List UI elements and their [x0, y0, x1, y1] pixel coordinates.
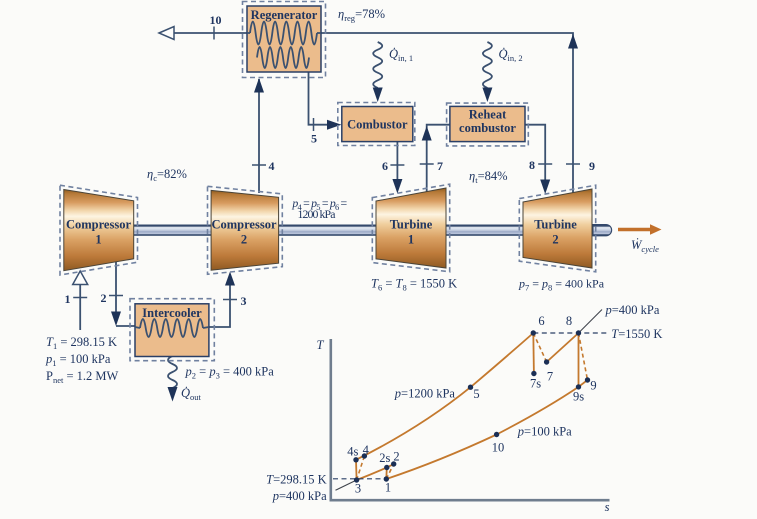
- svg-text:Pnet = 1.2 MW: Pnet = 1.2 MW: [46, 369, 119, 385]
- svg-text:9: 9: [590, 379, 596, 393]
- svg-text:T: T: [317, 338, 325, 352]
- svg-text:9s: 9s: [573, 390, 584, 404]
- svg-text:p4 = p5 = p6 =: p4 = p5 = p6 =: [291, 196, 347, 212]
- svg-text:6: 6: [382, 159, 388, 173]
- svg-text:4s: 4s: [347, 445, 358, 459]
- svg-text:p=1200 kPa: p=1200 kPa: [394, 387, 456, 401]
- svg-text:10: 10: [210, 13, 222, 27]
- svg-text:7: 7: [547, 370, 553, 384]
- svg-text:2: 2: [101, 291, 107, 305]
- svg-text:8: 8: [529, 158, 535, 172]
- svg-text:7: 7: [437, 159, 443, 173]
- svg-text:p=400 kPa: p=400 kPa: [605, 303, 660, 317]
- svg-text:Intercooler: Intercooler: [142, 306, 202, 320]
- svg-text:ηc=82%: ηc=82%: [147, 167, 187, 183]
- svg-text:8: 8: [566, 314, 572, 328]
- svg-text:T1 = 298.15 K: T1 = 298.15 K: [46, 335, 117, 351]
- svg-text:Compressor: Compressor: [66, 218, 131, 232]
- svg-text:ηt=84%: ηt=84%: [469, 169, 508, 185]
- svg-text:T6 = T8 = 1550 K: T6 = T8 = 1550 K: [371, 277, 457, 293]
- svg-text:combustor: combustor: [459, 121, 516, 135]
- svg-text:9: 9: [589, 159, 595, 173]
- svg-text:5: 5: [473, 387, 479, 401]
- svg-text:T=1550 K: T=1550 K: [611, 327, 662, 341]
- svg-text:6: 6: [538, 314, 544, 328]
- svg-text:p7 = p8 = 400 kPa: p7 = p8 = 400 kPa: [518, 277, 605, 293]
- svg-text:Combustor: Combustor: [347, 118, 408, 132]
- svg-text:1: 1: [65, 292, 71, 306]
- svg-text:3: 3: [355, 482, 361, 496]
- svg-text:ηreg=78%: ηreg=78%: [338, 7, 385, 23]
- svg-text:2s: 2s: [379, 451, 390, 465]
- svg-text:Turbine: Turbine: [390, 218, 433, 232]
- svg-text:Q̇in, 2: Q̇in, 2: [499, 47, 523, 63]
- svg-text:p=400 kPa: p=400 kPa: [272, 489, 327, 503]
- svg-text:p2 = p3 = 400 kPa: p2 = p3 = 400 kPa: [185, 365, 275, 381]
- svg-text:4: 4: [269, 159, 275, 173]
- svg-text:Regenerator: Regenerator: [251, 8, 318, 22]
- svg-text:10: 10: [492, 441, 505, 455]
- svg-text:1: 1: [408, 233, 414, 247]
- svg-text:Compressor: Compressor: [211, 218, 276, 232]
- svg-text:Reheat: Reheat: [469, 108, 507, 122]
- svg-text:1: 1: [95, 233, 101, 247]
- svg-text:5: 5: [311, 132, 317, 146]
- svg-text:s: s: [605, 500, 610, 514]
- svg-text:T=298.15 K: T=298.15 K: [266, 473, 327, 487]
- svg-text:2: 2: [393, 450, 399, 464]
- svg-text:2: 2: [241, 233, 247, 247]
- svg-text:Q̇out: Q̇out: [181, 386, 202, 402]
- svg-text:p=100 kPa: p=100 kPa: [517, 425, 572, 439]
- svg-text:7s: 7s: [530, 377, 541, 391]
- svg-text:p1 = 100 kPa: p1 = 100 kPa: [45, 352, 111, 368]
- svg-text:2: 2: [552, 233, 558, 247]
- svg-text:3: 3: [241, 294, 247, 308]
- svg-text:Turbine: Turbine: [534, 218, 577, 232]
- svg-text:Q̇in, 1: Q̇in, 1: [389, 47, 413, 63]
- svg-text:4: 4: [363, 443, 370, 457]
- svg-text:1200 kPa: 1200 kPa: [298, 207, 337, 221]
- svg-text:1: 1: [385, 481, 391, 495]
